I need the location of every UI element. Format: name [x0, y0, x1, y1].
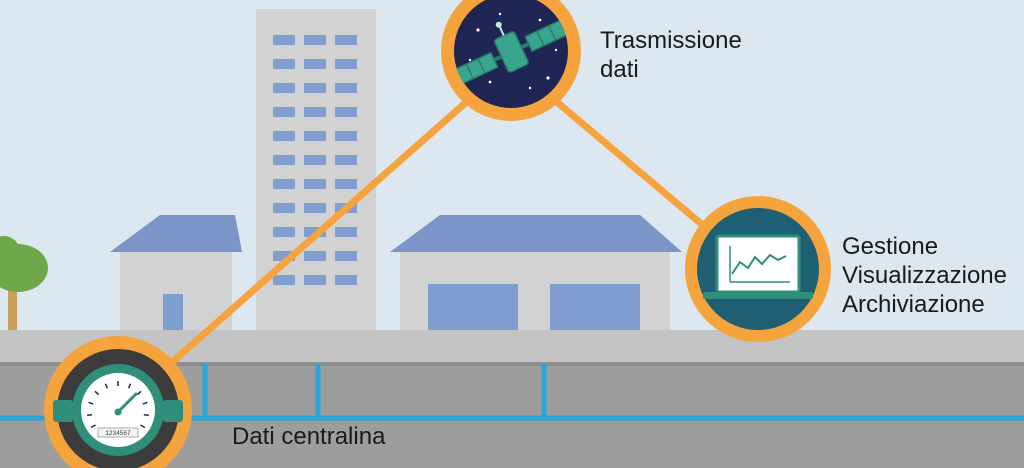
building-window: [304, 35, 326, 45]
building-window: [273, 179, 295, 189]
building-window: [335, 131, 357, 141]
building-window: [273, 59, 295, 69]
transmission-label-line-2: dati: [600, 56, 639, 83]
building-window: [273, 83, 295, 93]
building-window: [304, 155, 326, 165]
meter-tick: [127, 383, 132, 389]
building-window: [304, 203, 326, 213]
management-label-line-1: Gestione: [842, 233, 939, 260]
building-window: [335, 83, 357, 93]
meter-tick: [142, 401, 148, 405]
building-window: [273, 107, 295, 117]
meter-tick: [140, 424, 146, 429]
building-window: [273, 227, 295, 237]
transmission-label: Trasmissione dati: [600, 26, 742, 84]
meter-tick: [94, 390, 100, 396]
building-window: [273, 203, 295, 213]
building-window: [273, 251, 295, 261]
building-window: [304, 131, 326, 141]
small-house: [110, 215, 242, 334]
building-window: [304, 107, 326, 117]
water-meter-node: 1234567: [44, 336, 192, 468]
building-window: [335, 179, 357, 189]
building-window: [335, 155, 357, 165]
meter-tick: [88, 401, 94, 405]
meter-tick: [143, 413, 149, 416]
laptop-node: [685, 196, 831, 342]
building-window: [335, 59, 357, 69]
building-window: [335, 35, 357, 45]
meter-tick: [90, 424, 96, 429]
building-window: [335, 107, 357, 117]
meter-tick: [136, 390, 142, 396]
satellite-node: [441, 0, 581, 121]
meter-label: Dati centralina: [232, 423, 386, 450]
management-label: Gestione Visualizzazione Archiviazione: [842, 232, 1007, 319]
satellite-icon: [454, 12, 568, 90]
building-window: [304, 179, 326, 189]
building-window: [304, 275, 326, 285]
building-window: [273, 155, 295, 165]
meter-tick: [87, 413, 93, 416]
warehouse-building: [390, 215, 682, 334]
building-window: [304, 251, 326, 261]
water-meter-icon: 1234567: [53, 364, 183, 456]
transmission-label-line-1: Trasmissione: [600, 27, 742, 54]
meter-tick: [104, 383, 109, 389]
building-window: [304, 83, 326, 93]
building-window: [273, 275, 295, 285]
meter-readout: 1234567: [105, 430, 131, 437]
connection-lines: [114, 86, 722, 414]
tree-icon: [0, 236, 48, 330]
management-label-line-2: Visualizzazione: [842, 262, 1007, 289]
laptop-chart-icon: [703, 234, 813, 299]
building-window: [335, 251, 357, 261]
building-window: [273, 131, 295, 141]
building-window: [273, 35, 295, 45]
tall-building: [256, 9, 376, 334]
building-window: [335, 275, 357, 285]
management-label-line-3: Archiviazione: [842, 291, 985, 318]
building-window: [335, 227, 357, 237]
building-window: [304, 59, 326, 69]
